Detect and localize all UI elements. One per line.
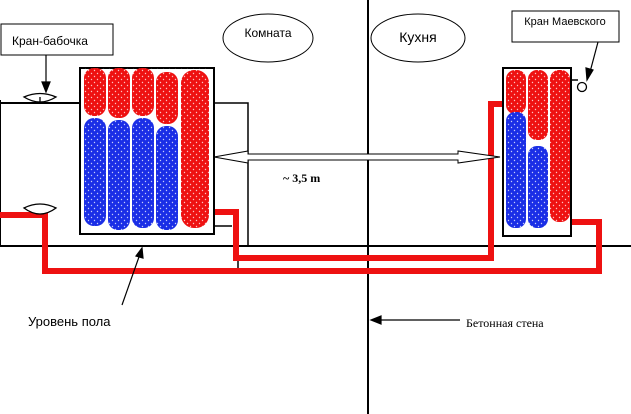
butterfly-valve-icon (22, 92, 58, 103)
mayevsky-valve-label: Кран Маевского (524, 16, 605, 28)
floor-level-label: Уровень пола (28, 314, 111, 329)
mayevsky-valve-icon (576, 81, 588, 93)
room-label: Комната (245, 26, 292, 40)
distance-label: ~ 3,5 m (283, 171, 320, 185)
butterfly-valve-lower-icon (22, 203, 58, 215)
red-pipes (0, 101, 602, 274)
kitchen-radiator (502, 67, 572, 237)
room-radiator (79, 67, 215, 235)
room-radiator-sections (84, 68, 210, 230)
room-label-oval (222, 13, 314, 63)
kitchen-label-oval (370, 13, 466, 63)
label-pointers (41, 41, 599, 325)
mayevsky-valve-label-box (511, 10, 620, 43)
butterfly-valve-label: Кран-бабочка (12, 34, 88, 48)
kitchen-label: Кухня (399, 29, 436, 45)
kitchen-radiator-sections (506, 70, 570, 230)
butterfly-valve-label-box (0, 23, 114, 56)
concrete-wall-label: Бетонная стена (466, 316, 544, 330)
distance-arrow (213, 150, 501, 164)
